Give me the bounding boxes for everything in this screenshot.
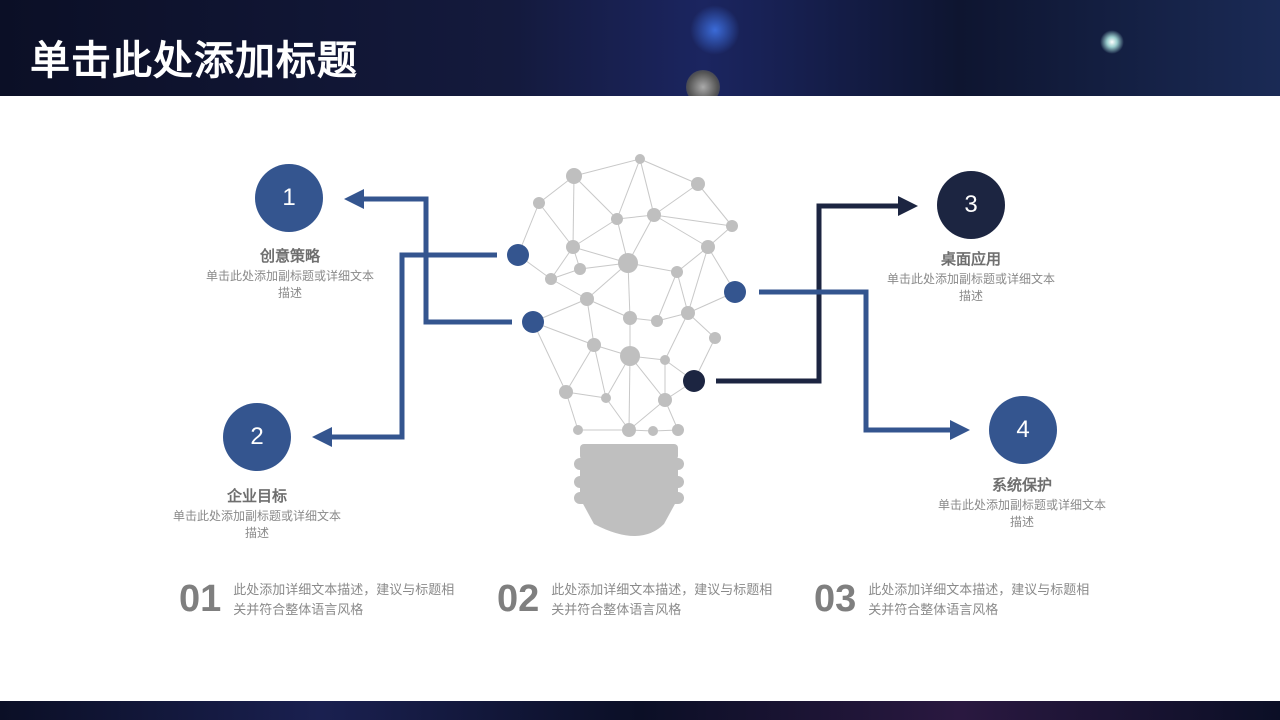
network-node (709, 332, 721, 344)
item-heading[interactable]: 桌面应用 (940, 251, 1001, 268)
network-edge (664, 312, 689, 361)
note-number: 03 (814, 578, 857, 620)
network-node (672, 424, 684, 436)
step-circle-1: 1 (255, 164, 323, 232)
network-edge (697, 183, 733, 227)
bottom-note-1: 01 此处添加详细文本描述，建议与标题相关并符合整体语言风格 (179, 578, 463, 621)
network-node (618, 253, 638, 273)
connector-to-4 (759, 289, 970, 440)
network-edge (572, 218, 618, 248)
network-edge (676, 271, 689, 314)
network-edge (653, 214, 709, 248)
bulb-base-icon (574, 444, 684, 536)
network-edge (586, 298, 631, 319)
item-desc[interactable]: 单击此处添加副标题或详细文本描述 (937, 498, 1106, 529)
slide-title[interactable]: 单击此处添加标题 (30, 39, 358, 83)
network-edge (628, 399, 666, 431)
note-text[interactable]: 此处添加详细文本描述，建议与标题相关并符合整体语言风格 (551, 581, 773, 617)
network-edge (572, 175, 575, 248)
item-block-4: 系统保护 单击此处添加副标题或详细文本描述 (937, 474, 1107, 531)
network-node (587, 338, 601, 352)
network-edge (593, 344, 607, 399)
item-block-1: 创意策略 单击此处添加副标题或详细文本描述 (205, 245, 375, 302)
item-desc[interactable]: 单击此处添加副标题或详细文本描述 (205, 269, 374, 300)
decorative-orb (686, 70, 720, 96)
footer-banner (0, 701, 1280, 720)
item-desc[interactable]: 单击此处添加副标题或详细文本描述 (172, 509, 341, 540)
network-node (681, 306, 695, 320)
network-edge (573, 175, 618, 220)
network-node (620, 346, 640, 366)
connector-to-2 (312, 252, 497, 447)
node-dark (683, 370, 705, 392)
decorative-glow (690, 5, 740, 55)
network-edge (653, 214, 733, 227)
item-heading[interactable]: 系统保护 (991, 477, 1052, 494)
network-node (566, 240, 580, 254)
connector-to-1 (344, 189, 512, 325)
item-block-3: 桌面应用 单击此处添加副标题或详细文本描述 (886, 248, 1056, 305)
item-block-2: 企业目标 单击此处添加副标题或详细文本描述 (172, 485, 342, 542)
network-edge (628, 355, 631, 431)
note-text[interactable]: 此处添加详细文本描述，建议与标题相关并符合整体语言风格 (868, 581, 1090, 617)
network-node (726, 220, 738, 232)
note-text[interactable]: 此处添加详细文本描述，建议与标题相关并符合整体语言风格 (233, 581, 455, 617)
network-node (660, 355, 670, 365)
item-heading[interactable]: 创意策略 (259, 248, 320, 265)
step-circle-2: 2 (223, 403, 291, 471)
network-node (623, 311, 637, 325)
network-node (566, 168, 582, 184)
network-node (648, 426, 658, 436)
network-edge (573, 158, 641, 177)
bulb-network (517, 154, 738, 437)
network-node (658, 393, 672, 407)
network-edge (586, 298, 595, 346)
item-desc[interactable]: 单击此处添加副标题或详细文本描述 (886, 272, 1055, 303)
bottom-note-3: 03 此处添加详细文本描述，建议与标题相关并符合整体语言风格 (814, 578, 1098, 621)
network-edge (616, 158, 641, 220)
network-node (671, 266, 683, 278)
network-edge (538, 202, 574, 248)
note-number: 01 (179, 578, 222, 620)
network-node (580, 292, 594, 306)
network-edge (639, 158, 655, 216)
network-node (651, 315, 663, 327)
network-edge (639, 158, 699, 185)
network-node (635, 154, 645, 164)
item-heading[interactable]: 企业目标 (226, 488, 287, 505)
network-node (701, 240, 715, 254)
network-node (611, 213, 623, 225)
step-circle-4: 4 (989, 396, 1057, 464)
network-edge (687, 246, 709, 314)
note-number: 02 (497, 578, 540, 620)
network-node (533, 197, 545, 209)
step-circle-3: 3 (937, 171, 1005, 239)
bottom-note-2: 02 此处添加详细文本描述，建议与标题相关并符合整体语言风格 (497, 578, 781, 621)
network-node (601, 393, 611, 403)
node-blue (507, 244, 529, 266)
node-blue (724, 281, 746, 303)
node-blue (522, 311, 544, 333)
decorative-star (1100, 30, 1124, 54)
network-edge (532, 321, 567, 393)
network-edge (653, 183, 699, 216)
network-node (573, 425, 583, 435)
network-edge (656, 271, 678, 322)
network-node (622, 423, 636, 437)
network-node (574, 263, 586, 275)
header-banner: 单击此处添加标题 (0, 0, 1280, 96)
network-node (647, 208, 661, 222)
network-node (691, 177, 705, 191)
network-node (545, 273, 557, 285)
network-edge (565, 344, 595, 393)
network-node (559, 385, 573, 399)
